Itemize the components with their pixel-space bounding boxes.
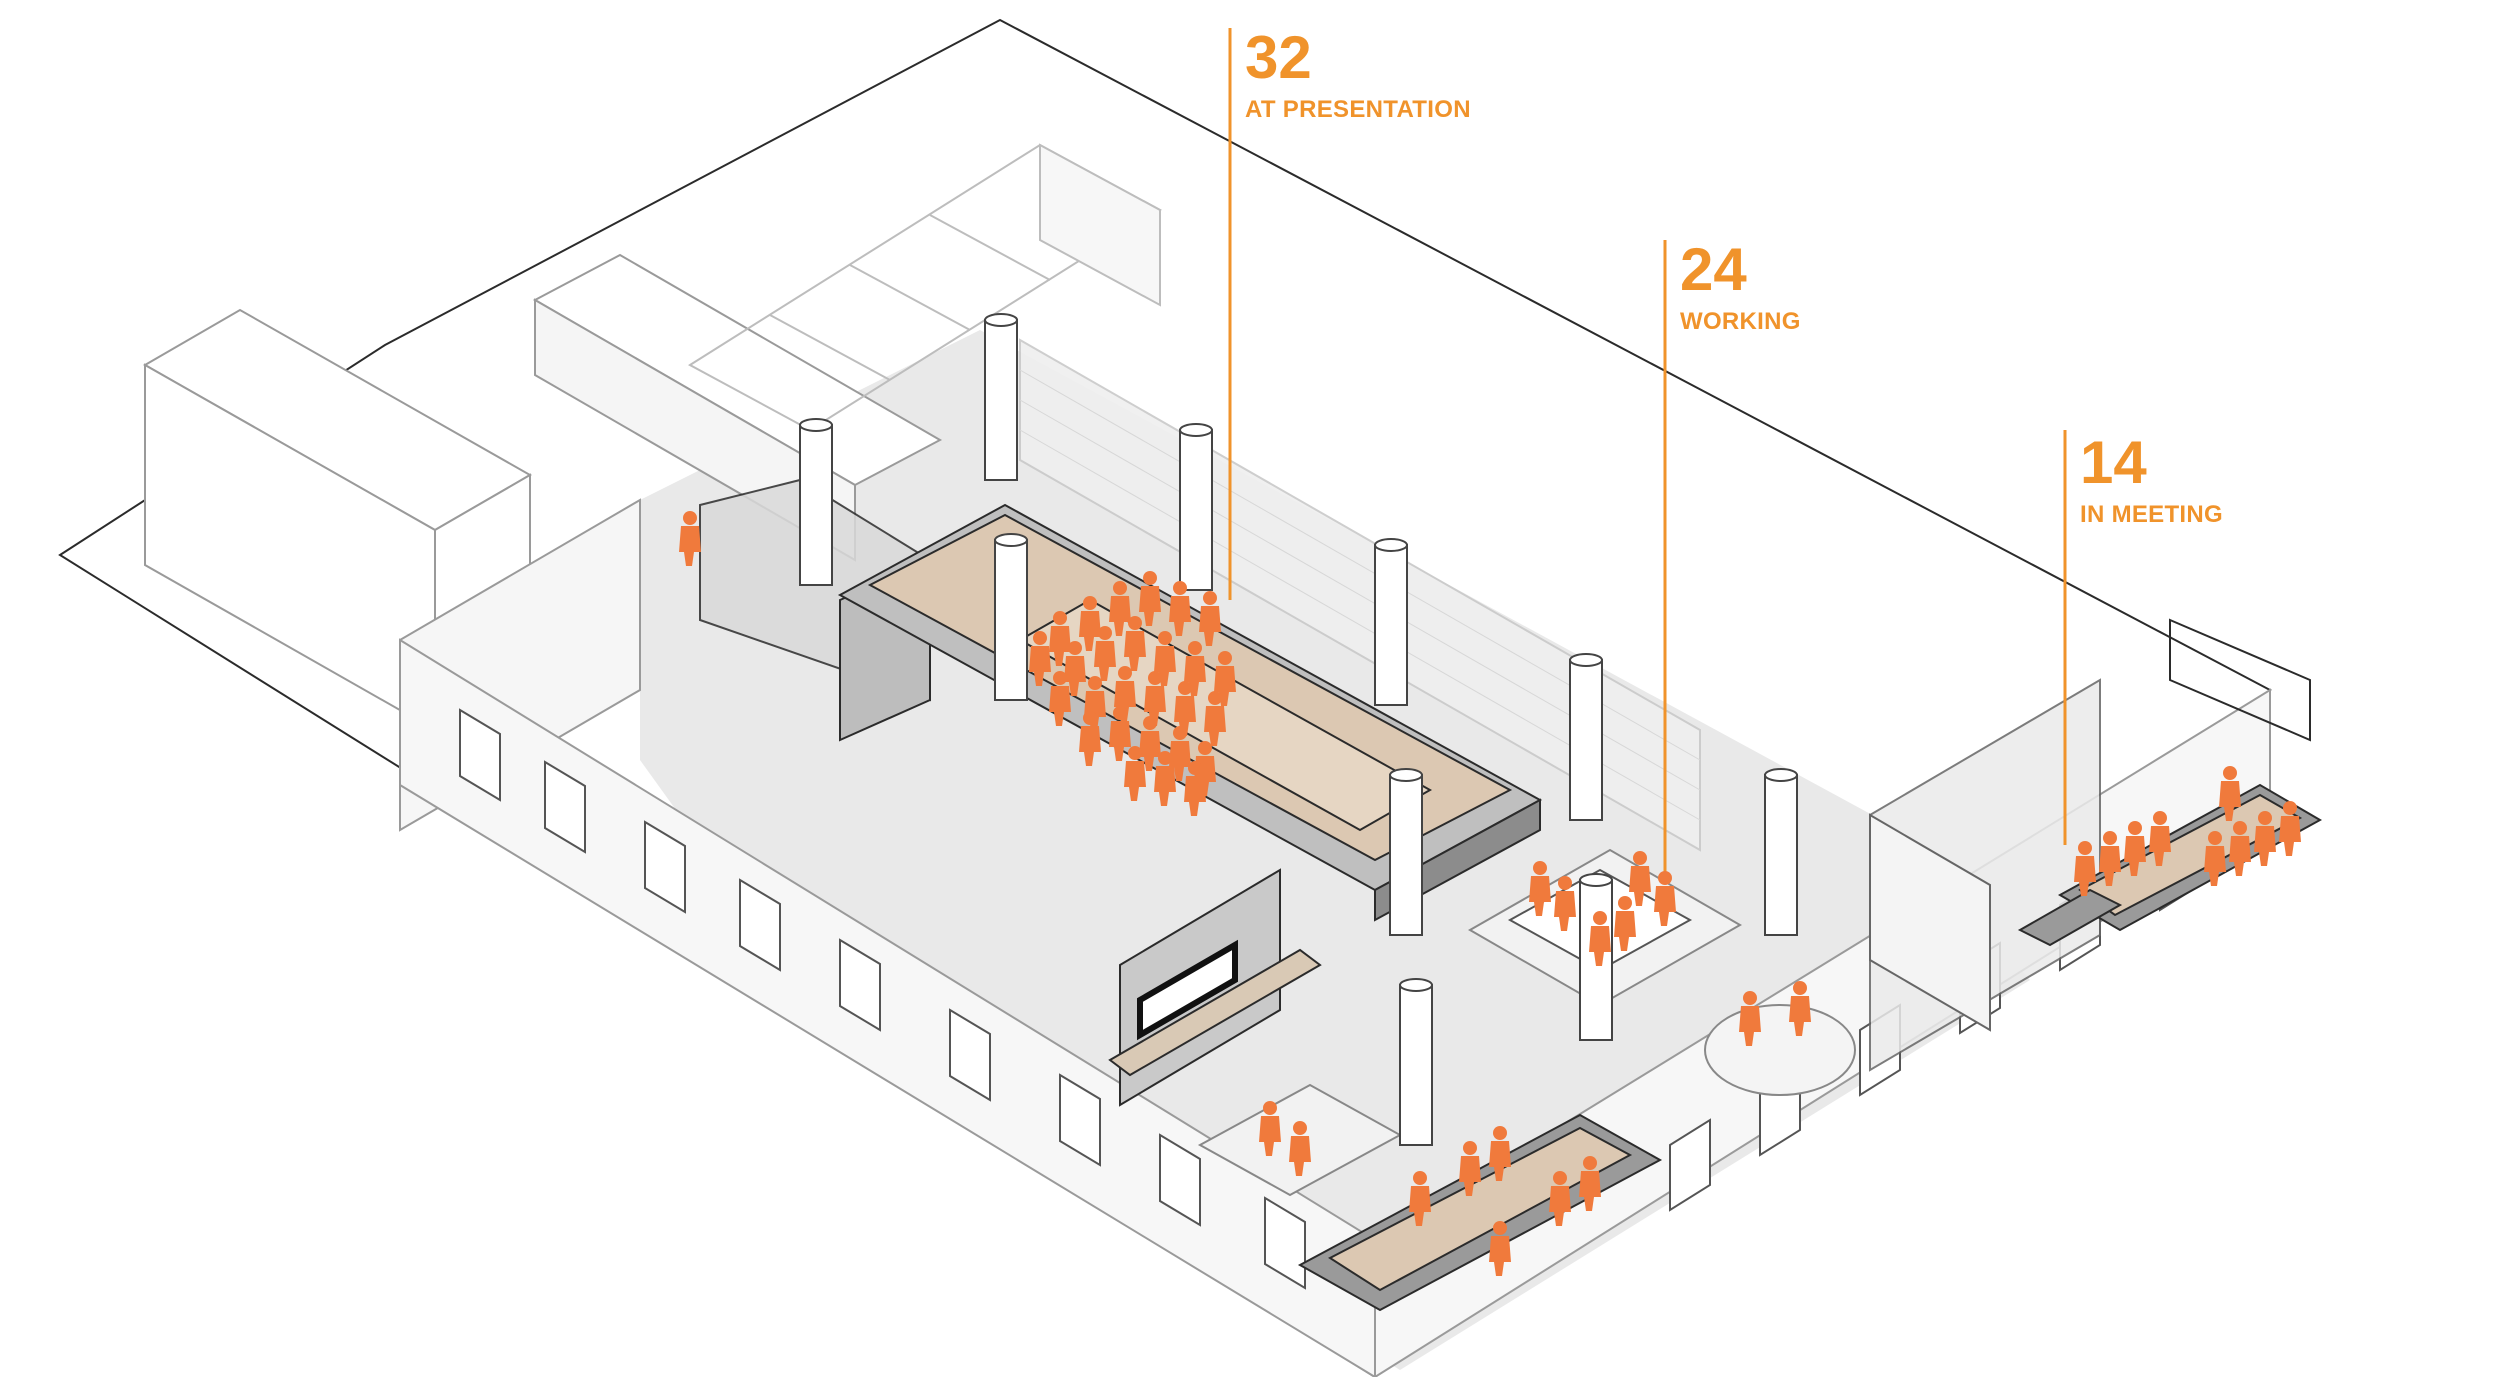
person-figure-icon — [1124, 746, 1146, 801]
people-figures — [679, 511, 2301, 1276]
person-figure-icon — [2279, 801, 2301, 856]
person-figure-icon — [2229, 821, 2251, 876]
person-figure-icon — [2219, 766, 2241, 821]
person-figure-icon — [1139, 716, 1161, 771]
person-figure-icon — [1154, 631, 1176, 686]
person-figure-icon — [1579, 1156, 1601, 1211]
callout-working: 24 WORKING — [1680, 240, 1801, 334]
person-figure-icon — [1139, 571, 1161, 626]
person-figure-icon — [1199, 591, 1221, 646]
column-icon — [984, 313, 1018, 481]
back-rooms — [688, 143, 1162, 432]
person-figure-icon — [1144, 671, 1166, 726]
column-icon — [799, 418, 833, 586]
person-figure-icon — [1079, 711, 1101, 766]
person-figure-icon — [2149, 811, 2171, 866]
person-figure-icon — [1049, 671, 1071, 726]
person-figure-icon — [1214, 651, 1236, 706]
work-table-bottom — [1297, 1113, 1663, 1312]
person-figure-icon — [1064, 641, 1086, 696]
person-figure-icon — [1529, 861, 1551, 916]
column-icon — [1399, 978, 1433, 1146]
person-figure-icon — [1654, 871, 1676, 926]
person-figure-icon — [1174, 681, 1196, 736]
person-figure-icon — [1739, 991, 1761, 1046]
person-figure-icon — [1049, 611, 1071, 666]
callout-meeting: 14 IN MEETING — [2080, 433, 2223, 527]
person-figure-icon — [1459, 1141, 1481, 1196]
meeting-room-enclosure — [1869, 618, 2311, 1072]
person-figure-icon — [679, 511, 701, 566]
callout-working-number: 24 — [1680, 236, 1747, 303]
columns — [799, 313, 1798, 1146]
person-figure-icon — [2204, 831, 2226, 886]
callout-meeting-label: IN MEETING — [2080, 501, 2224, 528]
person-figure-icon — [1184, 761, 1206, 816]
callout-meeting-number: 14 — [2080, 429, 2147, 496]
person-figure-icon — [1084, 676, 1106, 731]
callout-presentation-label: AT PRESENTATION — [1245, 96, 1471, 123]
person-figure-icon — [1109, 706, 1131, 761]
column-icon — [994, 533, 1028, 701]
person-figure-icon — [1589, 911, 1611, 966]
person-figure-icon — [1614, 896, 1636, 951]
person-figure-icon — [1094, 626, 1116, 681]
column-icon — [1389, 768, 1423, 936]
person-figure-icon — [1289, 1121, 1311, 1176]
callout-leaders — [1228, 28, 2067, 880]
column-icon — [1569, 653, 1603, 821]
person-figure-icon — [1489, 1221, 1511, 1276]
column-icon — [1764, 768, 1798, 936]
column-icon — [1374, 538, 1408, 706]
column-icon — [1179, 423, 1213, 591]
person-figure-icon — [1489, 1126, 1511, 1181]
person-figure-icon — [1549, 1171, 1571, 1226]
person-figure-icon — [2124, 821, 2146, 876]
person-figure-icon — [1789, 981, 1811, 1036]
front-facade — [399, 638, 1376, 1377]
callout-presentation: 32 AT PRESENTATION — [1245, 28, 1471, 122]
person-figure-icon — [1169, 726, 1191, 781]
person-figure-icon — [1114, 666, 1136, 721]
person-figure-icon — [1554, 876, 1576, 931]
person-figure-icon — [1124, 616, 1146, 671]
person-figure-icon — [2099, 831, 2121, 886]
round-table-rug — [1704, 1004, 1856, 1096]
person-figure-icon — [1629, 851, 1651, 906]
person-figure-icon — [1204, 691, 1226, 746]
callout-presentation-number: 32 — [1245, 24, 1312, 91]
person-figure-icon — [1259, 1101, 1281, 1156]
person-figure-icon — [1184, 641, 1206, 696]
person-figure-icon — [1409, 1171, 1431, 1226]
person-figure-icon — [2254, 811, 2276, 866]
person-figure-icon — [1079, 596, 1101, 651]
person-figure-icon — [1109, 581, 1131, 636]
person-figure-icon — [2074, 841, 2096, 896]
person-figure-icon — [1029, 631, 1051, 686]
kitchen-block — [1108, 868, 1322, 1107]
person-figure-icon — [1154, 751, 1176, 806]
callout-working-label: WORKING — [1680, 308, 1801, 335]
person-figure-icon — [1169, 581, 1191, 636]
